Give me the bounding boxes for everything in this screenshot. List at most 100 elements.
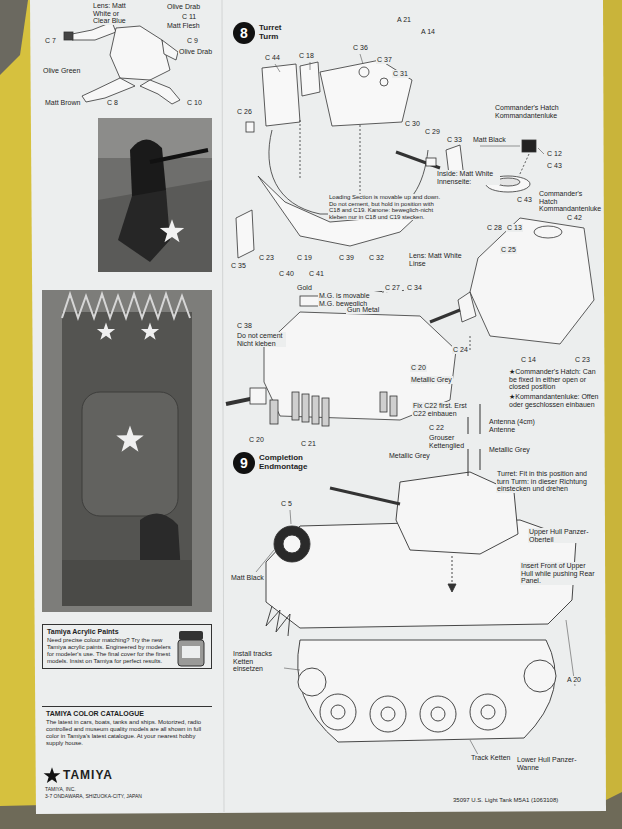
- leader-lines-shape: [310, 62, 311, 70]
- info-box: TAMIYA COLOR CATALOGUEThe latest in cars…: [42, 706, 212, 750]
- step-9-tank-hull-shape: [448, 584, 456, 592]
- step-9-tank-hull-shape: [420, 696, 456, 732]
- part-number: C 38: [236, 322, 253, 330]
- part-number: C 34: [406, 284, 423, 292]
- leader-lines-shape: [538, 148, 544, 154]
- callout-note: 3-7 ONDAWARA, SHIZUOKA-CITY, JAPAN: [44, 794, 143, 800]
- part-number: C 35: [230, 262, 247, 270]
- leader-lines-shape: [256, 550, 274, 572]
- photo-crew-on-turret-shape: [98, 118, 212, 272]
- paint-jar-icon: [175, 629, 207, 669]
- callout-note: Track Ketten: [470, 754, 512, 762]
- crew-figure-shape: [110, 26, 170, 80]
- tamiya-star-logo: [44, 767, 61, 783]
- step-title: Completion Endmontage: [259, 454, 331, 472]
- photo-crew-on-turret-shape: [150, 150, 208, 162]
- crew-figure-shape: [64, 32, 73, 40]
- part-number: C 8: [106, 99, 119, 107]
- part-number: C 23: [574, 356, 591, 364]
- photo-crew-on-turret-shape: [160, 219, 184, 242]
- step-8-turret-subassembly-shape: [470, 336, 471, 352]
- step-8-turret-parts-shape: [320, 60, 412, 126]
- road-wheel-c5-shape: [283, 535, 301, 553]
- step-8-turret-with-mg-shape: [302, 394, 309, 422]
- part-number: C 20: [410, 364, 427, 372]
- part-number: C 37: [376, 56, 393, 64]
- step-9-tank-hull-shape: [370, 696, 406, 732]
- callout-note: Insert Front of Upper Hull while pushing…: [520, 562, 600, 585]
- road-wheel-c5: [274, 526, 310, 562]
- part-number: C 42: [566, 214, 583, 222]
- photo-tank-top-view-shape: [42, 290, 212, 612]
- step-8-turret-parts-shape: [380, 78, 388, 86]
- step-8-turret-subassembly: [430, 218, 594, 352]
- callout-note: Matt Flesh: [166, 22, 201, 30]
- part-number: C 28: [486, 224, 503, 232]
- callout-note: Metallic Grey: [388, 452, 431, 460]
- part-number: C 14: [520, 356, 537, 364]
- step-9-tank-hull-shape: [298, 668, 326, 696]
- part-number: C 5: [280, 500, 293, 508]
- callout-note: Olive Drab: [178, 48, 213, 56]
- callout-note: Antenna (4cm) Antenne: [488, 418, 546, 433]
- step-9-tank-hull-shape: [298, 640, 555, 742]
- photo-tank-top-view-shape: [82, 392, 178, 516]
- step-title: Turret Turm: [259, 24, 293, 42]
- callout-note: Upper Hull Panzer-Oberteil: [528, 528, 592, 543]
- part-number: C 23: [258, 254, 275, 262]
- jar-cap: [179, 631, 203, 640]
- photo-tank-top-view-shape: [141, 322, 159, 339]
- step-8-turret-parts-shape: [300, 120, 301, 180]
- callout-note: Install tracks Ketten einsetzen: [232, 650, 284, 673]
- step-8-turret-with-mg-shape: [312, 396, 319, 424]
- step-8-turret-with-mg-shape: [300, 296, 320, 306]
- commander-hatch-shape: [522, 140, 536, 152]
- callout-note: TAMIYA: [62, 769, 114, 782]
- jar-label: [182, 646, 200, 658]
- paper-sheet-shape: [222, 0, 224, 812]
- step-8-turret-parts-shape: [300, 62, 320, 96]
- part-number: A 20: [566, 676, 582, 684]
- part-number: C 9: [186, 37, 199, 45]
- callout-note: TAMIYA, INC.: [44, 787, 77, 793]
- part-number: C 41: [308, 270, 325, 278]
- step-9-tank-hull-shape: [320, 694, 356, 730]
- box-body: The latest in cars, boats, tanks and shi…: [46, 719, 208, 747]
- leader-lines-shape: [480, 146, 520, 147]
- step-8-turret-subassembly-shape: [470, 218, 594, 344]
- part-number: C 39: [338, 254, 355, 262]
- photo-crew-on-turret-shape: [130, 139, 166, 199]
- step-8-turret-subassembly-shape: [458, 292, 476, 322]
- callout-note: ★Commander's Hatch: Can be fixed in eith…: [508, 368, 600, 391]
- callout-note: Lower Hull Panzer-Wanne: [516, 756, 578, 771]
- jar-body: [178, 640, 204, 666]
- callout-note: Metallic Grey: [410, 376, 453, 384]
- callout-note: Commander's Hatch Kommandantenluke: [538, 190, 600, 213]
- box-heading: TAMIYA COLOR CATALOGUE: [46, 710, 208, 718]
- callout-note: Olive Green: [42, 67, 81, 75]
- part-number: C 13: [506, 224, 523, 232]
- table-background-shape: [0, 0, 28, 75]
- callout-note: Do not cement Nicht kleben: [236, 332, 286, 347]
- tamiya-star-logo-shape: [44, 767, 61, 783]
- part-number: C 7: [44, 37, 57, 45]
- step-8-turret-parts: [236, 60, 464, 258]
- step-8-turret-parts-shape: [236, 210, 254, 258]
- part-number: C 20: [248, 436, 265, 444]
- step-8-turret-parts-shape: [262, 64, 300, 126]
- paper-sheet: [30, 0, 606, 814]
- part-number: C 24: [452, 346, 469, 354]
- step-8-turret-parts-shape: [396, 152, 440, 168]
- step-8-turret-with-mg-shape: [292, 392, 299, 420]
- part-number: A 21: [396, 16, 412, 24]
- callout-note: Matt Black: [472, 136, 507, 144]
- part-number: C 27: [384, 284, 401, 292]
- photo-tank-top-view: [42, 290, 212, 612]
- step-number: 9: [233, 452, 255, 474]
- part-number: C 18: [298, 52, 315, 60]
- leader-lines-shape: [275, 64, 280, 72]
- step-9-tank-hull-shape: [266, 606, 290, 636]
- callout-note: Inside: Matt White Innenseite:: [436, 170, 500, 185]
- step-badge: 9Completion Endmontage: [233, 452, 331, 474]
